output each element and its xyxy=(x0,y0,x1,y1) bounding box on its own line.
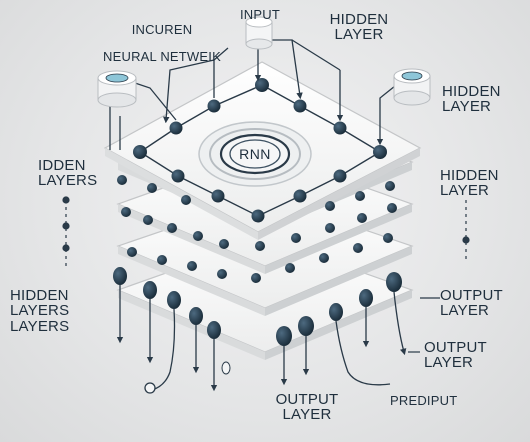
input-connections xyxy=(109,39,396,150)
left-connector xyxy=(62,196,70,270)
output-layer-right-1-label: OUTPUT LAYER xyxy=(440,287,503,320)
hidden-layer-right-2-label: HIDDEN LAYER xyxy=(440,167,499,200)
hidden-layers-left-2-label: HIDDEN LAYERS LAYERS xyxy=(10,287,70,335)
output-layer-bottom-label: OUTPUT LAYER xyxy=(275,391,339,424)
hidden-layer-top-label: HIDDEN LAYER xyxy=(329,11,389,44)
prediction-node-2 xyxy=(221,361,231,375)
output-connections xyxy=(116,285,407,392)
input-cylinder-icon xyxy=(245,16,273,50)
layer-nodes xyxy=(117,175,397,283)
hidden-cylinder-icon-left xyxy=(97,70,137,108)
hidden-layers-left-1-label: IDDEN LAYERS xyxy=(38,157,98,190)
rnn-label: RNN xyxy=(239,146,271,162)
prediction-node xyxy=(144,382,156,394)
prediput-label: PREDIPUT xyxy=(390,393,458,408)
top-network-nodes xyxy=(133,78,387,223)
layer-plates xyxy=(103,61,422,360)
output-nodes xyxy=(113,267,402,346)
title-label: INCUREN NEURAL NETWEIK xyxy=(82,10,242,76)
title-line-1: INCUREN xyxy=(131,22,193,38)
rnn-ring-icon xyxy=(198,121,312,187)
hidden-layer-right-1-label: HIDDEN LAYER xyxy=(442,83,501,116)
output-layer-right-2-label: OUTPUT LAYER xyxy=(424,339,487,372)
hidden-cylinder-icon-right xyxy=(393,68,431,106)
input-label: INPUT xyxy=(240,7,280,22)
title-line-2: NEURAL NETWEIK xyxy=(103,48,221,64)
right-connector xyxy=(408,200,470,353)
